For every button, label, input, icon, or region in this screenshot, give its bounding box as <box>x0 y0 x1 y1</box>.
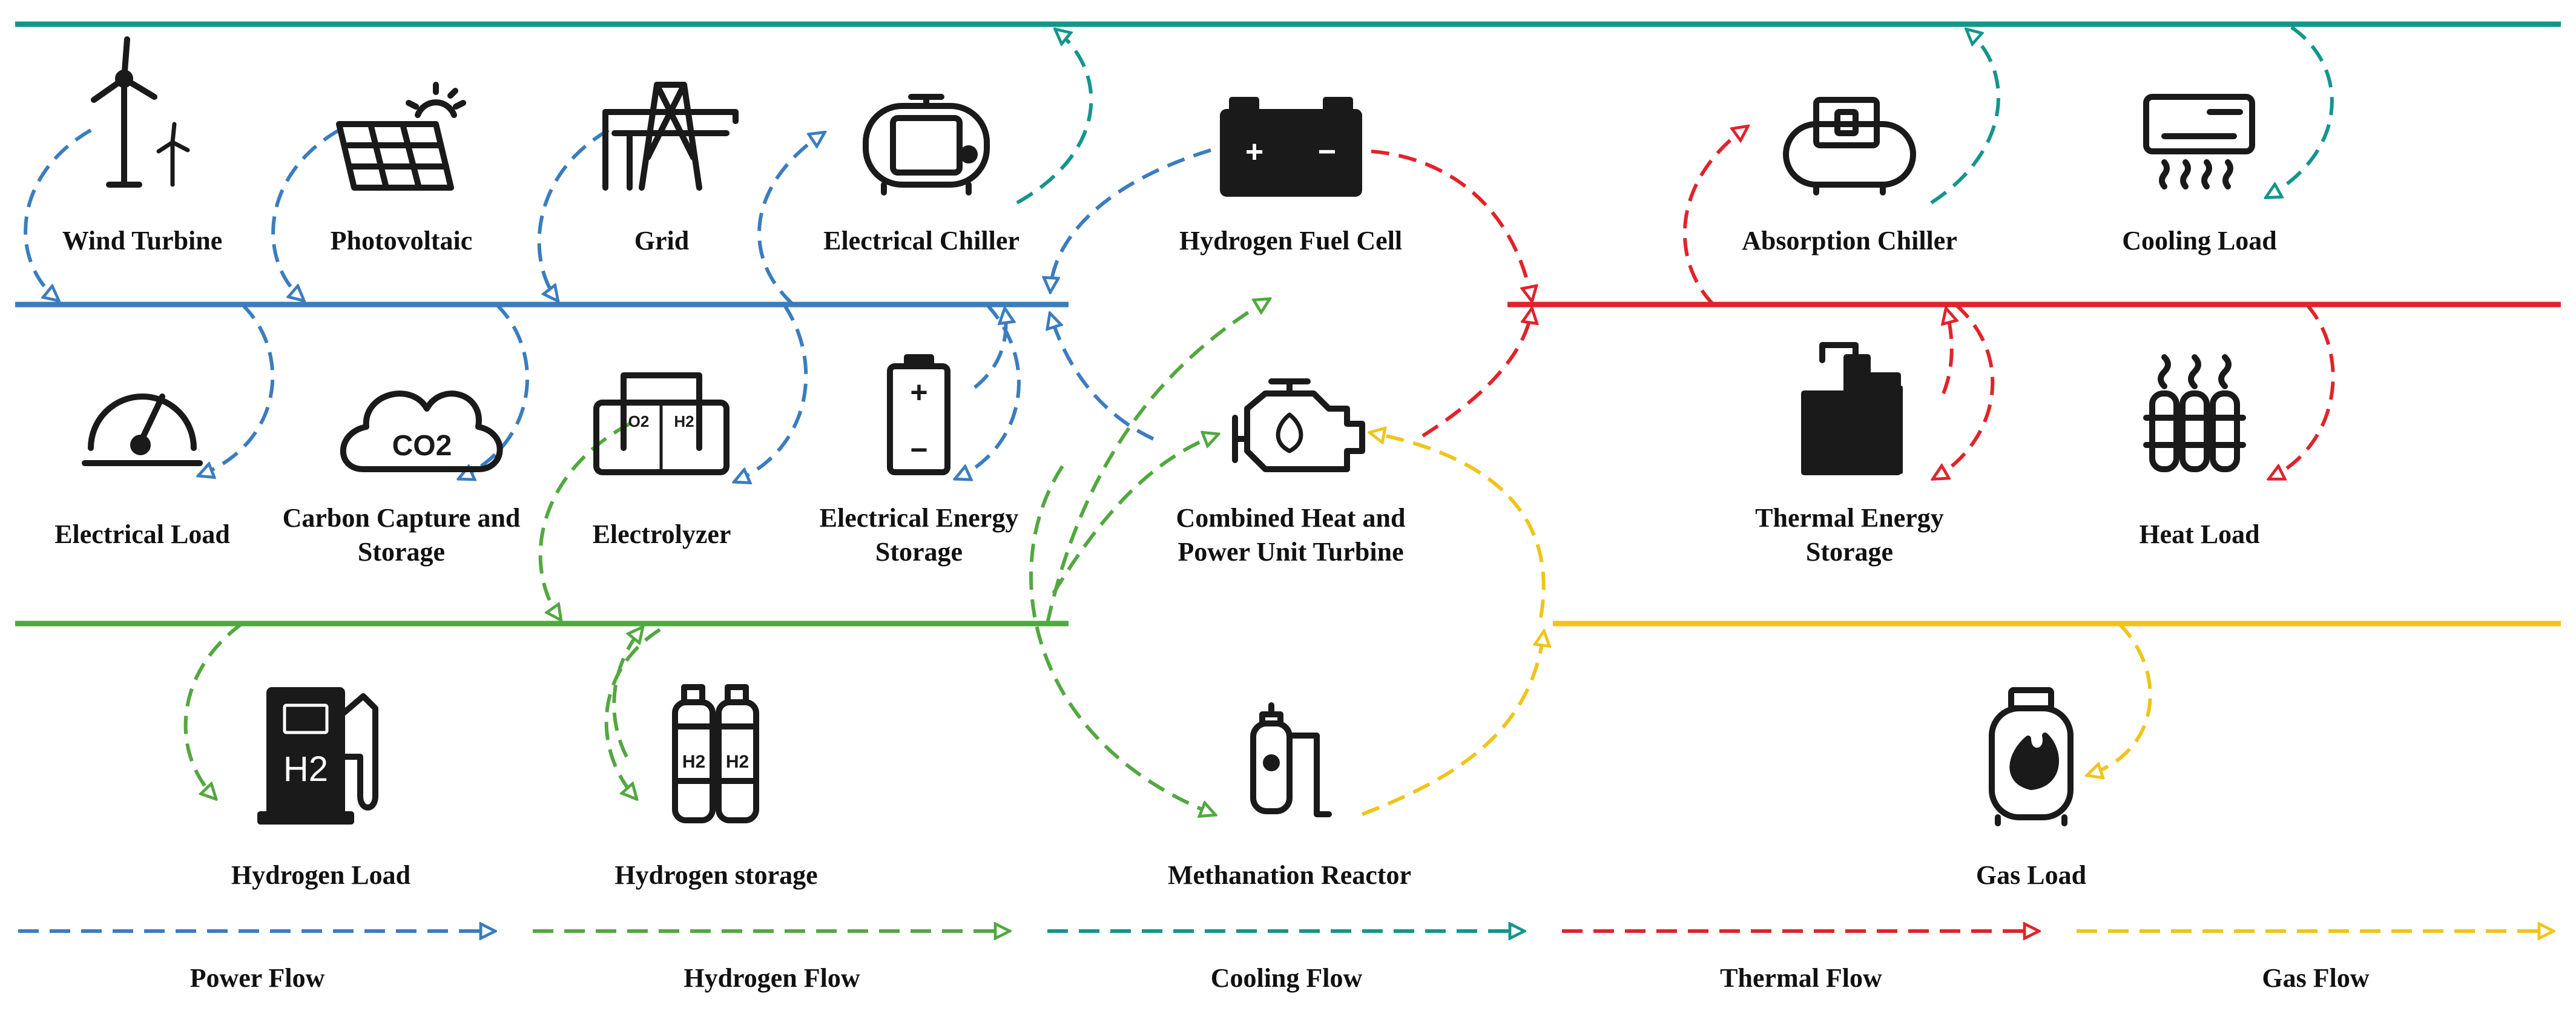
flow-hydrogen-bus-to-hydrogen-storage <box>604 628 661 798</box>
label-electrolyzer: Electrolyzer <box>592 519 731 549</box>
electrolyzer-icon <box>593 372 730 475</box>
label-hydrogen-fuel-cell: Hydrogen Fuel Cell <box>1179 226 1403 255</box>
flow-fuel-cell-to-power-bus <box>1050 148 1211 291</box>
flow-power-bus-to-electrical-chiller <box>757 133 823 306</box>
fuel-cell-minus-glyph: − <box>1318 134 1336 170</box>
label-gas-load: Gas Load <box>1975 860 2087 890</box>
label-ccs: Carbon Capture and Storage <box>283 501 521 569</box>
flow-chp-to-thermal-bus <box>1421 310 1532 438</box>
gauge-meter-icon <box>82 394 203 466</box>
battery-storage-icon <box>887 354 950 475</box>
flow-grid-to-power-bus <box>537 128 610 300</box>
electrolyzer-o2-glyph: O2 <box>628 412 650 430</box>
flow-cooling-bus-to-cooling-load <box>2267 25 2334 197</box>
flow-fuel-cell-to-thermal-bus <box>1371 150 1532 300</box>
flow-power-bus-to-ees <box>957 303 1021 478</box>
flow-power-bus-to-ccs <box>460 303 529 478</box>
flow-pv-to-power-bus <box>271 128 340 300</box>
electrolyzer-h2-glyph: H2 <box>674 412 694 430</box>
legend-hydrogen-label: Hydrogen Flow <box>684 963 860 993</box>
legend-power-label: Power Flow <box>189 963 325 993</box>
flow-electrical-chiller-to-cooling-bus <box>1016 30 1093 205</box>
flow-hydrogen-bus-to-hydrogen-load <box>183 622 243 798</box>
label-heat-load: Heat Load <box>2139 519 2260 549</box>
label-ees: Electrical Energy Storage <box>820 501 1019 569</box>
flow-hydrogen-bus-to-chp <box>1052 435 1217 594</box>
flow-gas-bus-to-gas-load <box>2089 622 2152 775</box>
flow-thermal-bus-to-heat-load <box>2270 303 2335 478</box>
tank-right-h2-glyph: H2 <box>726 752 749 772</box>
hydrogen-pump-icon <box>257 687 378 825</box>
flow-chp-to-power-bus <box>1050 315 1155 441</box>
label-wind-turbine: Wind Turbine <box>62 226 223 255</box>
flow-gas-bus-to-chp <box>1371 433 1546 618</box>
label-cooling-load: Cooling Load <box>2122 226 2277 255</box>
co2-cloud-icon <box>340 390 503 472</box>
fuel-cell-plus-glyph: + <box>1245 134 1263 170</box>
gas-cylinder-icon <box>1989 687 2074 826</box>
label-grid: Grid <box>634 226 690 255</box>
flow-power-bus-to-electrical-load <box>200 303 275 475</box>
label-tes: Thermal Energy Storage <box>1755 501 1944 569</box>
wind-turbine-icon <box>91 36 190 188</box>
flow-hydrogen-storage-to-bus <box>612 628 642 758</box>
label-electrical-load: Electrical Load <box>54 519 230 549</box>
engine-icon <box>1232 378 1365 472</box>
photovoltaic-icon <box>336 82 466 191</box>
battery-plus-glyph: + <box>910 375 927 409</box>
flow-tes-to-thermal-bus <box>1943 310 1952 395</box>
flow-thermal-bus-to-tes <box>1934 303 1995 478</box>
label-ees-line2: Storage <box>875 537 963 567</box>
label-hydrogen-load: Hydrogen Load <box>231 860 411 890</box>
air-conditioner-icon <box>2143 94 2255 189</box>
electrical-chiller-icon <box>863 94 990 196</box>
flow-ees-to-power-bus <box>973 310 1006 389</box>
label-methanation-reactor: Methanation Reactor <box>1167 860 1412 890</box>
flow-thermal-bus-to-absorption-chiller <box>1683 127 1747 306</box>
legend-gas-label: Gas Flow <box>2262 963 2370 993</box>
pump-h2-glyph: H2 <box>283 749 328 789</box>
flow-wind-to-power-bus <box>24 128 92 300</box>
hydrogen-tanks-icon <box>672 684 759 823</box>
label-chp-line1: Combined Heat and <box>1176 503 1406 533</box>
grid-tower-icon <box>602 82 739 191</box>
thermal-storage-icon <box>1801 342 1903 475</box>
fuel-cell-battery-icon <box>1220 97 1362 197</box>
label-tes-line1: Thermal Energy <box>1755 503 1944 533</box>
label-ccs-line1: Carbon Capture and <box>282 503 521 533</box>
methanation-reactor-icon <box>1250 702 1332 817</box>
label-electrical-chiller: Electrical Chiller <box>823 226 1020 255</box>
label-ees-line1: Electrical Energy <box>819 503 1019 533</box>
label-ccs-line2: Storage <box>357 537 446 567</box>
label-chp: Combined Heat and Power Unit Turbine <box>1176 501 1406 569</box>
flow-methanation-to-gas-bus <box>1361 633 1544 816</box>
radiator-icon <box>2143 354 2246 472</box>
flow-hydrogen-bus-to-fuel-cell <box>1046 300 1268 624</box>
label-absorption-chiller: Absorption Chiller <box>1742 226 1957 255</box>
label-tes-line2: Storage <box>1805 537 1894 567</box>
co2-glyph: CO2 <box>392 430 452 462</box>
label-photovoltaic: Photovoltaic <box>330 226 473 255</box>
tank-left-h2-glyph: H2 <box>682 752 705 772</box>
legend-cooling-label: Cooling Flow <box>1210 963 1363 993</box>
flow-absorption-chiller-to-cooling-bus <box>1930 30 2000 205</box>
legend-thermal-label: Thermal Flow <box>1720 963 1882 993</box>
label-hydrogen-storage: Hydrogen storage <box>614 860 818 890</box>
battery-minus-glyph: − <box>910 433 927 467</box>
absorption-chiller-icon <box>1783 97 1916 196</box>
flow-power-bus-to-electrolyzer <box>736 303 808 481</box>
label-chp-line2: Power Unit Turbine <box>1178 537 1404 567</box>
